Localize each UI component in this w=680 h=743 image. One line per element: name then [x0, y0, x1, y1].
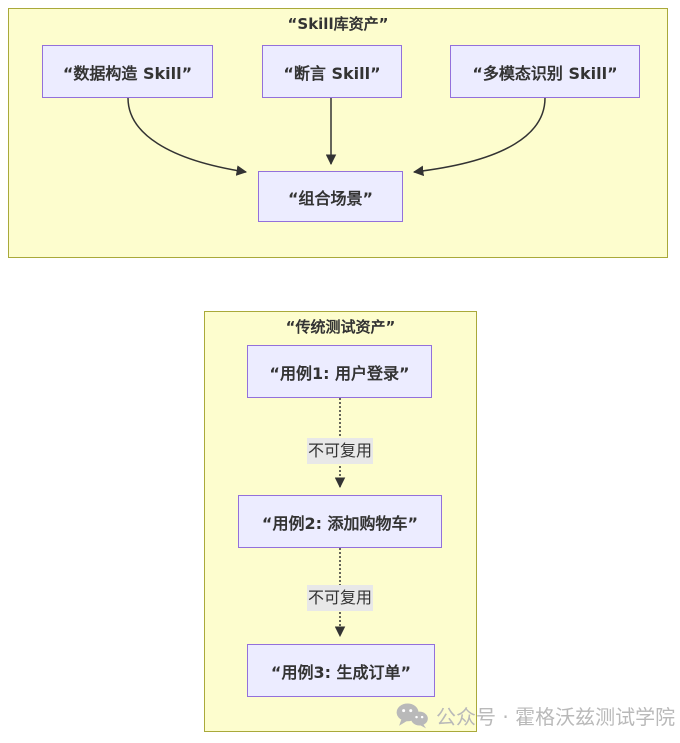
node-multimodal-skill: “多模态识别 Skill”: [450, 45, 640, 98]
node-case3-create-order: “用例3: 生成订单”: [247, 644, 435, 697]
node-data-skill: “数据构造 Skill”: [42, 45, 213, 98]
watermark-text: 公众号 · 霍格沃兹测试学院: [436, 705, 676, 729]
cluster-skill-title: “Skill库资产”: [287, 15, 389, 33]
node-case1-login: “用例1: 用户登录”: [247, 345, 432, 398]
node-combined-scenario: “组合场景”: [258, 171, 403, 222]
edge-label-not-reusable-2: 不可复用: [307, 585, 373, 611]
watermark: 公众号 · 霍格沃兹测试学院: [396, 701, 675, 730]
wechat-icon: [396, 702, 428, 729]
node-assert-skill: “断言 Skill”: [262, 45, 402, 98]
cluster-traditional-title: “传统测试资产”: [285, 318, 396, 336]
edge-label-not-reusable-1: 不可复用: [307, 438, 373, 464]
node-case2-add-to-cart: “用例2: 添加购物车”: [238, 495, 442, 548]
